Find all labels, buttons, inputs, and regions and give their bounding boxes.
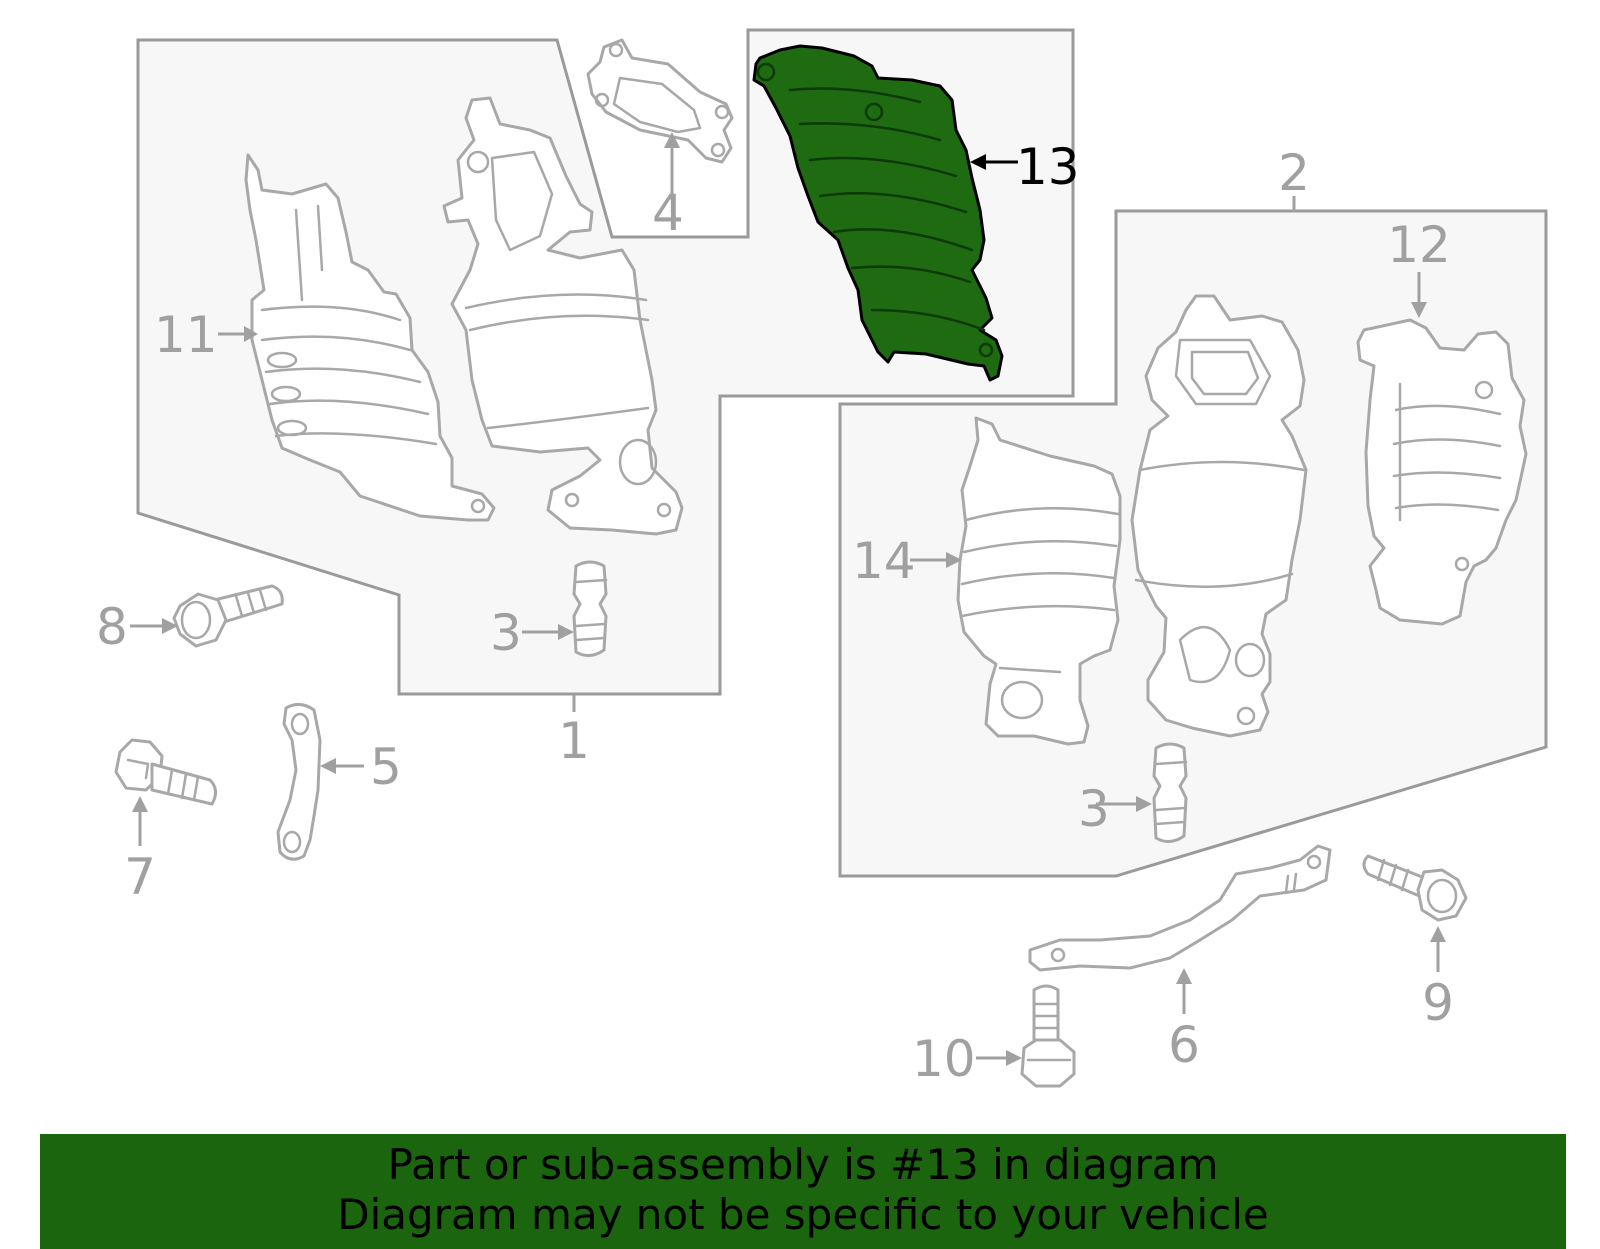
callout-3-b: 3 — [1078, 780, 1110, 838]
heat-shield-part-11[interactable] — [244, 153, 496, 522]
callout-13: 13 — [1016, 138, 1080, 196]
info-banner: Part or sub-assembly is #13 in diagram D… — [40, 1134, 1566, 1249]
banner-line-2: Diagram may not be specific to your vehi… — [337, 1190, 1269, 1239]
leader-lines — [130, 132, 1446, 1066]
bolt-part-8[interactable] — [172, 584, 284, 648]
catalytic-converter-assembly-1[interactable] — [442, 96, 684, 536]
callout-14: 14 — [852, 532, 916, 590]
bracket-part-5[interactable] — [276, 703, 322, 861]
catalytic-converter-assembly-2[interactable] — [1130, 294, 1308, 738]
callout-5: 5 — [370, 738, 402, 796]
bolt-part-9[interactable] — [1362, 854, 1468, 922]
callout-9: 9 — [1422, 974, 1454, 1032]
callout-4: 4 — [652, 184, 684, 242]
callout-1: 1 — [558, 712, 590, 770]
bolt-part-10[interactable] — [1020, 984, 1076, 1088]
stud-part-3-a[interactable] — [572, 560, 608, 657]
bracket-part-6[interactable] — [1028, 844, 1332, 972]
banner-line-1: Part or sub-assembly is #13 in diagram — [387, 1140, 1219, 1189]
heat-shield-part-13[interactable] — [752, 44, 1004, 382]
callout-12: 12 — [1387, 216, 1451, 274]
gasket-part-4[interactable] — [586, 38, 734, 164]
heat-shield-part-12[interactable] — [1356, 318, 1528, 626]
callout-6: 6 — [1168, 1016, 1200, 1074]
callout-8: 8 — [96, 598, 128, 656]
callout-2: 2 — [1278, 144, 1310, 202]
callout-7: 7 — [124, 848, 156, 906]
bolt-part-7[interactable] — [114, 738, 217, 806]
callout-11: 11 — [154, 306, 218, 364]
callout-10: 10 — [912, 1030, 976, 1088]
stud-part-3-b[interactable] — [1152, 742, 1188, 843]
callout-3-a: 3 — [490, 604, 522, 662]
